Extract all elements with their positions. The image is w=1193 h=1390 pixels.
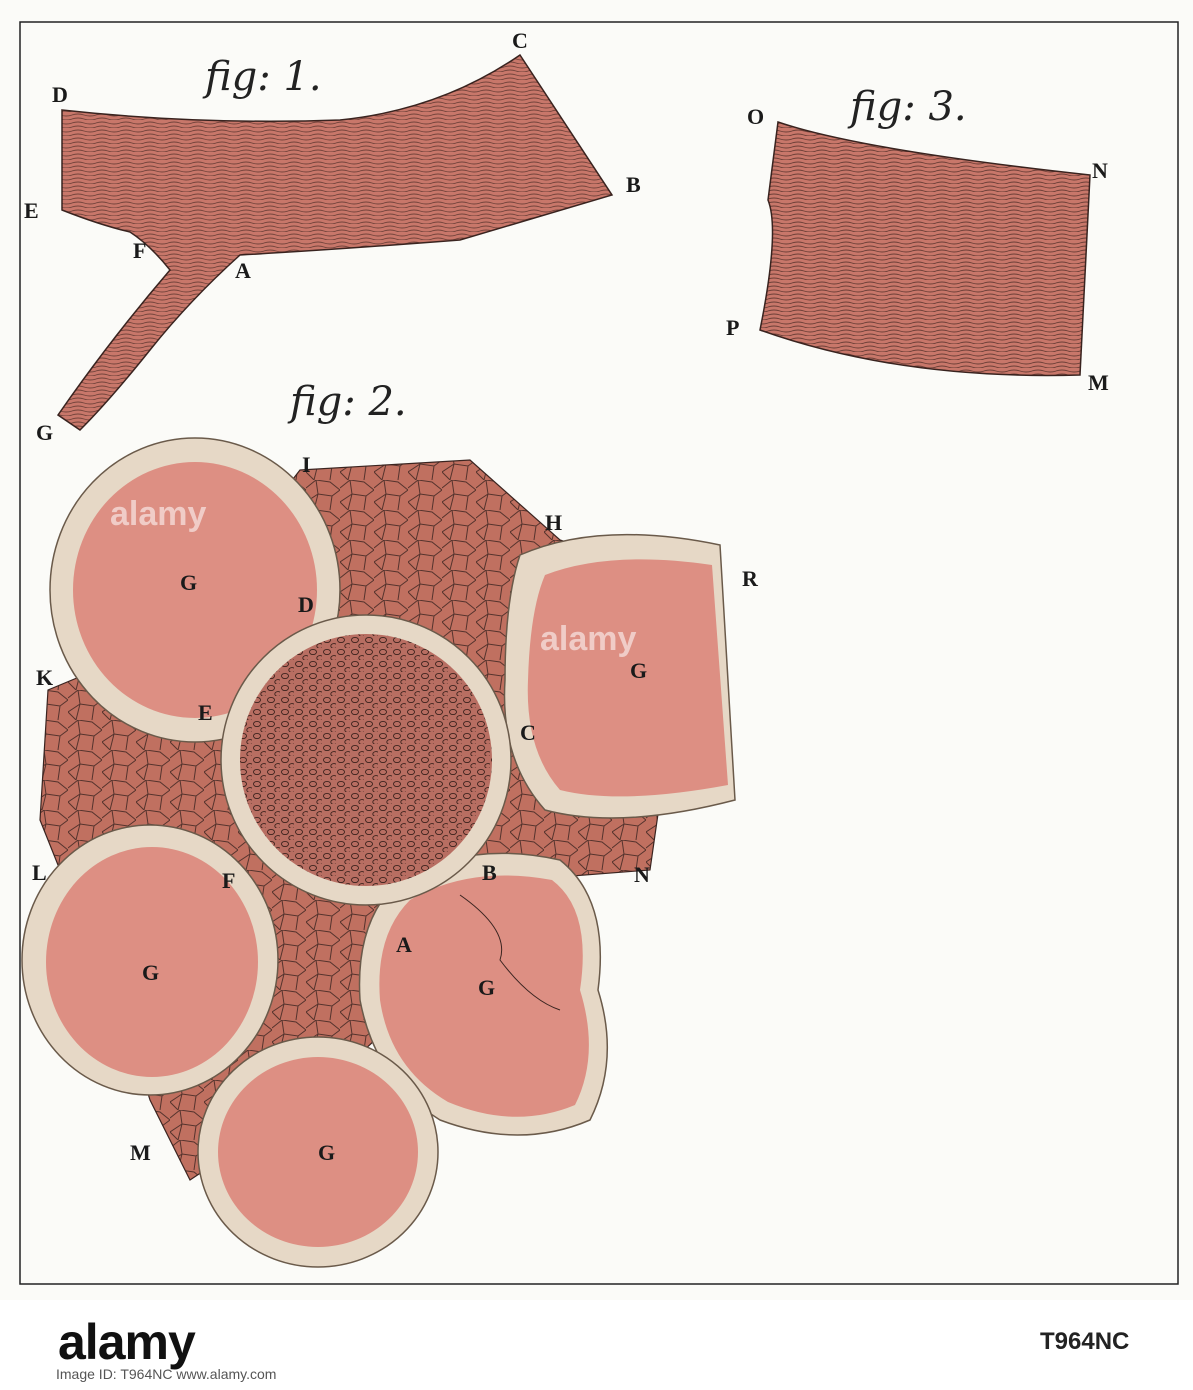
fig3-label-m: M (1088, 370, 1109, 395)
plate-border (19, 21, 1179, 1285)
plate-drawing: alamy alamy fig: 1. fig: 2. fig: 3. A B … (19, 21, 1179, 1285)
fig3-fibre-lines (760, 122, 1090, 376)
fig3-label-o: O (747, 104, 764, 129)
fig2-label-l: L (32, 860, 47, 885)
fig3-labels: O N P M (726, 104, 1109, 395)
fig2-label-g-bottom: G (318, 1140, 335, 1165)
fig1-label-b: B (626, 172, 641, 197)
fig3-title: fig: 3. (847, 84, 967, 130)
fig2-label-d: D (298, 592, 314, 617)
fig2-label-g-right: G (630, 658, 647, 683)
fig2-labels: I H R D G G K E C L F B N A G G M G (32, 452, 759, 1165)
fig1-muscle (56, 53, 614, 431)
image-credit: Image ID: T964NC www.alamy.com (56, 1366, 277, 1382)
brand-logo[interactable]: alamy (58, 1314, 196, 1370)
fig2-label-g-bottom-middle: G (478, 975, 495, 1000)
fig1-label-a: A (235, 258, 251, 283)
fibre-right (527, 559, 728, 797)
fig1-labels: A B C D E F G (24, 28, 641, 445)
fig2-label-f: F (222, 868, 235, 893)
fig2-label-c: C (520, 720, 536, 745)
fig2-label-g-top-left: G (180, 570, 197, 595)
fibre-bottom (218, 1057, 418, 1247)
fig2-label-m: M (130, 1140, 151, 1165)
fig1-label-c: C (512, 28, 528, 53)
fig2-label-e: E (198, 700, 213, 725)
fig1-label-d: D (52, 82, 68, 107)
fig2-label-g-bottom-left: G (142, 960, 159, 985)
watermark-1: alamy (110, 495, 206, 533)
fig3-label-p: P (726, 315, 739, 340)
fig2-label-h: H (545, 510, 562, 535)
fig1-label-e: E (24, 198, 39, 223)
stock-image-id: T964NC (1040, 1328, 1130, 1355)
fig2-label-b: B (482, 860, 497, 885)
fig1-label-f: F (133, 238, 146, 263)
fig2-label-r: R (742, 566, 759, 591)
fig2-label-a: A (396, 932, 412, 957)
fibre-crease-line (459, 894, 561, 1011)
fig1-title: fig: 1. (202, 54, 322, 100)
fig2-title: fig: 2. (287, 379, 407, 425)
fibre-top-left (73, 462, 317, 718)
fig2-label-k: K (36, 665, 53, 690)
fig1-fibre-lines (58, 55, 612, 430)
watermark-2: alamy (540, 620, 636, 658)
fig1-label-g: G (36, 420, 53, 445)
fibre-bottom-middle (379, 875, 589, 1117)
fig2-fibres (21, 437, 736, 1268)
watermarks: alamy alamy (110, 495, 636, 658)
fig3-muscle (759, 120, 1091, 377)
anatomical-plate: alamy alamy fig: 1. fig: 2. fig: 3. A B … (19, 21, 1179, 1285)
fig3-label-n: N (1092, 158, 1108, 183)
fig2-label-i: I (302, 452, 311, 477)
central-bundle-pattern (240, 634, 492, 886)
footer-bar (0, 1300, 1193, 1390)
fibre-bottom-left (46, 847, 258, 1077)
fig2-label-n: N (634, 862, 650, 887)
